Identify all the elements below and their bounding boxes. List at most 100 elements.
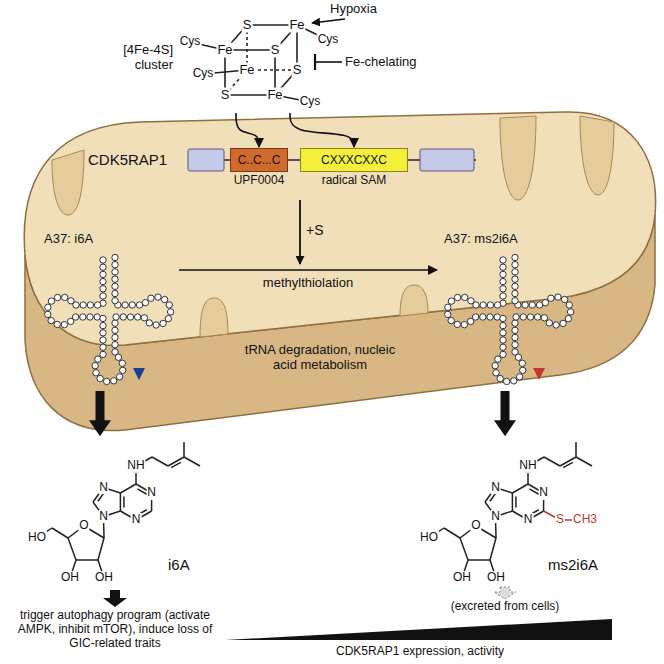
nucleotide-bead: [95, 356, 101, 362]
atom-label: NH: [518, 459, 537, 473]
chemical-bond: [123, 497, 125, 508]
nucleotide-bead: [112, 276, 118, 282]
nucleotide-bead: [112, 334, 118, 340]
nucleotide-bead: [112, 320, 118, 326]
molecule-name: i6A: [168, 556, 190, 573]
trna-node: A37: ms2i6A: [440, 232, 576, 388]
nucleotide-bead: [100, 315, 106, 321]
outcome-note: trigger autophagy program (activate AMPK…: [15, 609, 215, 650]
atom-label: N: [538, 486, 549, 500]
motif-sequence: C..C...C: [238, 154, 281, 166]
nucleotide-bead: [567, 309, 573, 315]
crista-fold: [580, 116, 614, 195]
nucleotide-bead: [80, 302, 86, 308]
atom-label: HO: [27, 531, 47, 545]
atom-label: S: [292, 63, 303, 78]
nucleotide-bead: [100, 337, 106, 343]
outcome-note: (excreted from cells): [451, 600, 560, 614]
nucleotide-bead: [566, 302, 572, 308]
block-arrow: [103, 590, 127, 607]
atom-label: N: [490, 510, 501, 524]
chemical-bond: [152, 457, 168, 466]
chemical-bond: [120, 493, 122, 511]
domain-name: UPF0004: [234, 174, 285, 188]
atom-label: Fe: [288, 18, 305, 33]
nucleotide-bead: [100, 293, 106, 299]
nucleotide-bead: [529, 302, 535, 308]
chemical-bond: [515, 497, 517, 508]
nucleotide-bead: [48, 317, 54, 323]
atom-label: HO: [419, 531, 439, 545]
nucleotide-bead: [113, 314, 119, 320]
nucleotide-bead: [54, 321, 60, 327]
crista-fold: [500, 116, 536, 200]
nucleotide-bead: [497, 375, 503, 381]
chemical-bond: [76, 559, 98, 561]
nucleotide-bead: [560, 320, 566, 326]
atom-label: OH: [60, 571, 80, 585]
crista-fold: [200, 298, 228, 337]
nucleotide-bead: [519, 360, 525, 366]
process-note: tRNA degradation, nucleic acid metabolis…: [240, 343, 400, 373]
nucleotide-bead: [461, 321, 467, 327]
nucleotide-bead: [166, 302, 172, 308]
protein-bar: CDK5RAP1C..C...CUPF0004CXXXCXXCradical S…: [88, 142, 480, 195]
cysteine-label: Cys: [179, 35, 202, 49]
nucleotide-bead: [112, 290, 118, 296]
nucleotide-bead: [546, 320, 552, 326]
nucleotide-bead: [146, 320, 152, 326]
a37-marker: [133, 368, 145, 380]
nucleotide-bead: [160, 320, 166, 326]
nucleotide-bead: [68, 298, 74, 304]
atom-label: N: [523, 513, 534, 527]
nucleotide-bead: [100, 278, 106, 284]
nucleotide-bead: [45, 311, 51, 317]
atom-label: Fe: [238, 63, 255, 78]
nucleotide-bead: [127, 314, 133, 320]
trna-backbone: [47, 254, 170, 382]
trna-cloverleaf: [445, 254, 574, 385]
atom-label: S: [270, 43, 281, 58]
nucleotide-bead: [54, 294, 60, 300]
nucleotide-bead: [500, 337, 506, 343]
nucleotide-bead: [112, 349, 118, 355]
nucleotide-bead: [493, 370, 499, 376]
atom-label: NH: [126, 459, 145, 473]
nucleotide-bead: [500, 293, 506, 299]
nucleotide-bead: [487, 314, 493, 320]
sulfur-arrow: [299, 200, 301, 264]
motif-sequence: CXXXCXXC: [321, 154, 387, 166]
nucleotide-bead: [87, 302, 93, 308]
nucleotide-bead: [112, 262, 118, 268]
trna-node: A37: i6A: [40, 232, 176, 388]
atom-label: CH3: [572, 513, 598, 527]
crista-fold: [400, 285, 428, 316]
nucleotide-bead: [161, 296, 167, 302]
mitochondrion-top: [24, 112, 655, 345]
nucleotide-bead: [553, 322, 559, 328]
trna-cloverleaf: [45, 254, 174, 385]
upf0004-domain: C..C...CUPF0004: [230, 148, 288, 172]
nucleotide-bead: [100, 271, 106, 277]
chemical-bond: [512, 484, 528, 493]
nucleotide-bead: [445, 311, 451, 317]
edge-label: methylthiolation: [263, 276, 353, 291]
nucleotide-bead: [500, 322, 506, 328]
atom-label: O: [78, 519, 89, 533]
nucleotide-bead: [120, 314, 126, 320]
nucleotide-bead: [454, 294, 460, 300]
trna-art: [40, 252, 176, 408]
nucleotide-bead: [448, 298, 454, 304]
nucleotide-bead: [103, 378, 109, 384]
nucleotide-bead: [165, 315, 171, 321]
nucleotide-bead: [512, 269, 518, 275]
crista-fold: [52, 150, 84, 215]
chemical-bond: [184, 457, 200, 466]
nucleotide-bead: [500, 257, 506, 263]
nucleotide-bead: [487, 302, 493, 308]
expression-wedge: [225, 619, 612, 640]
nucleotide-bead: [512, 276, 518, 282]
nucleotide-bead: [513, 314, 519, 320]
atom-label: O: [470, 519, 481, 533]
chemical-bond: [490, 538, 496, 560]
